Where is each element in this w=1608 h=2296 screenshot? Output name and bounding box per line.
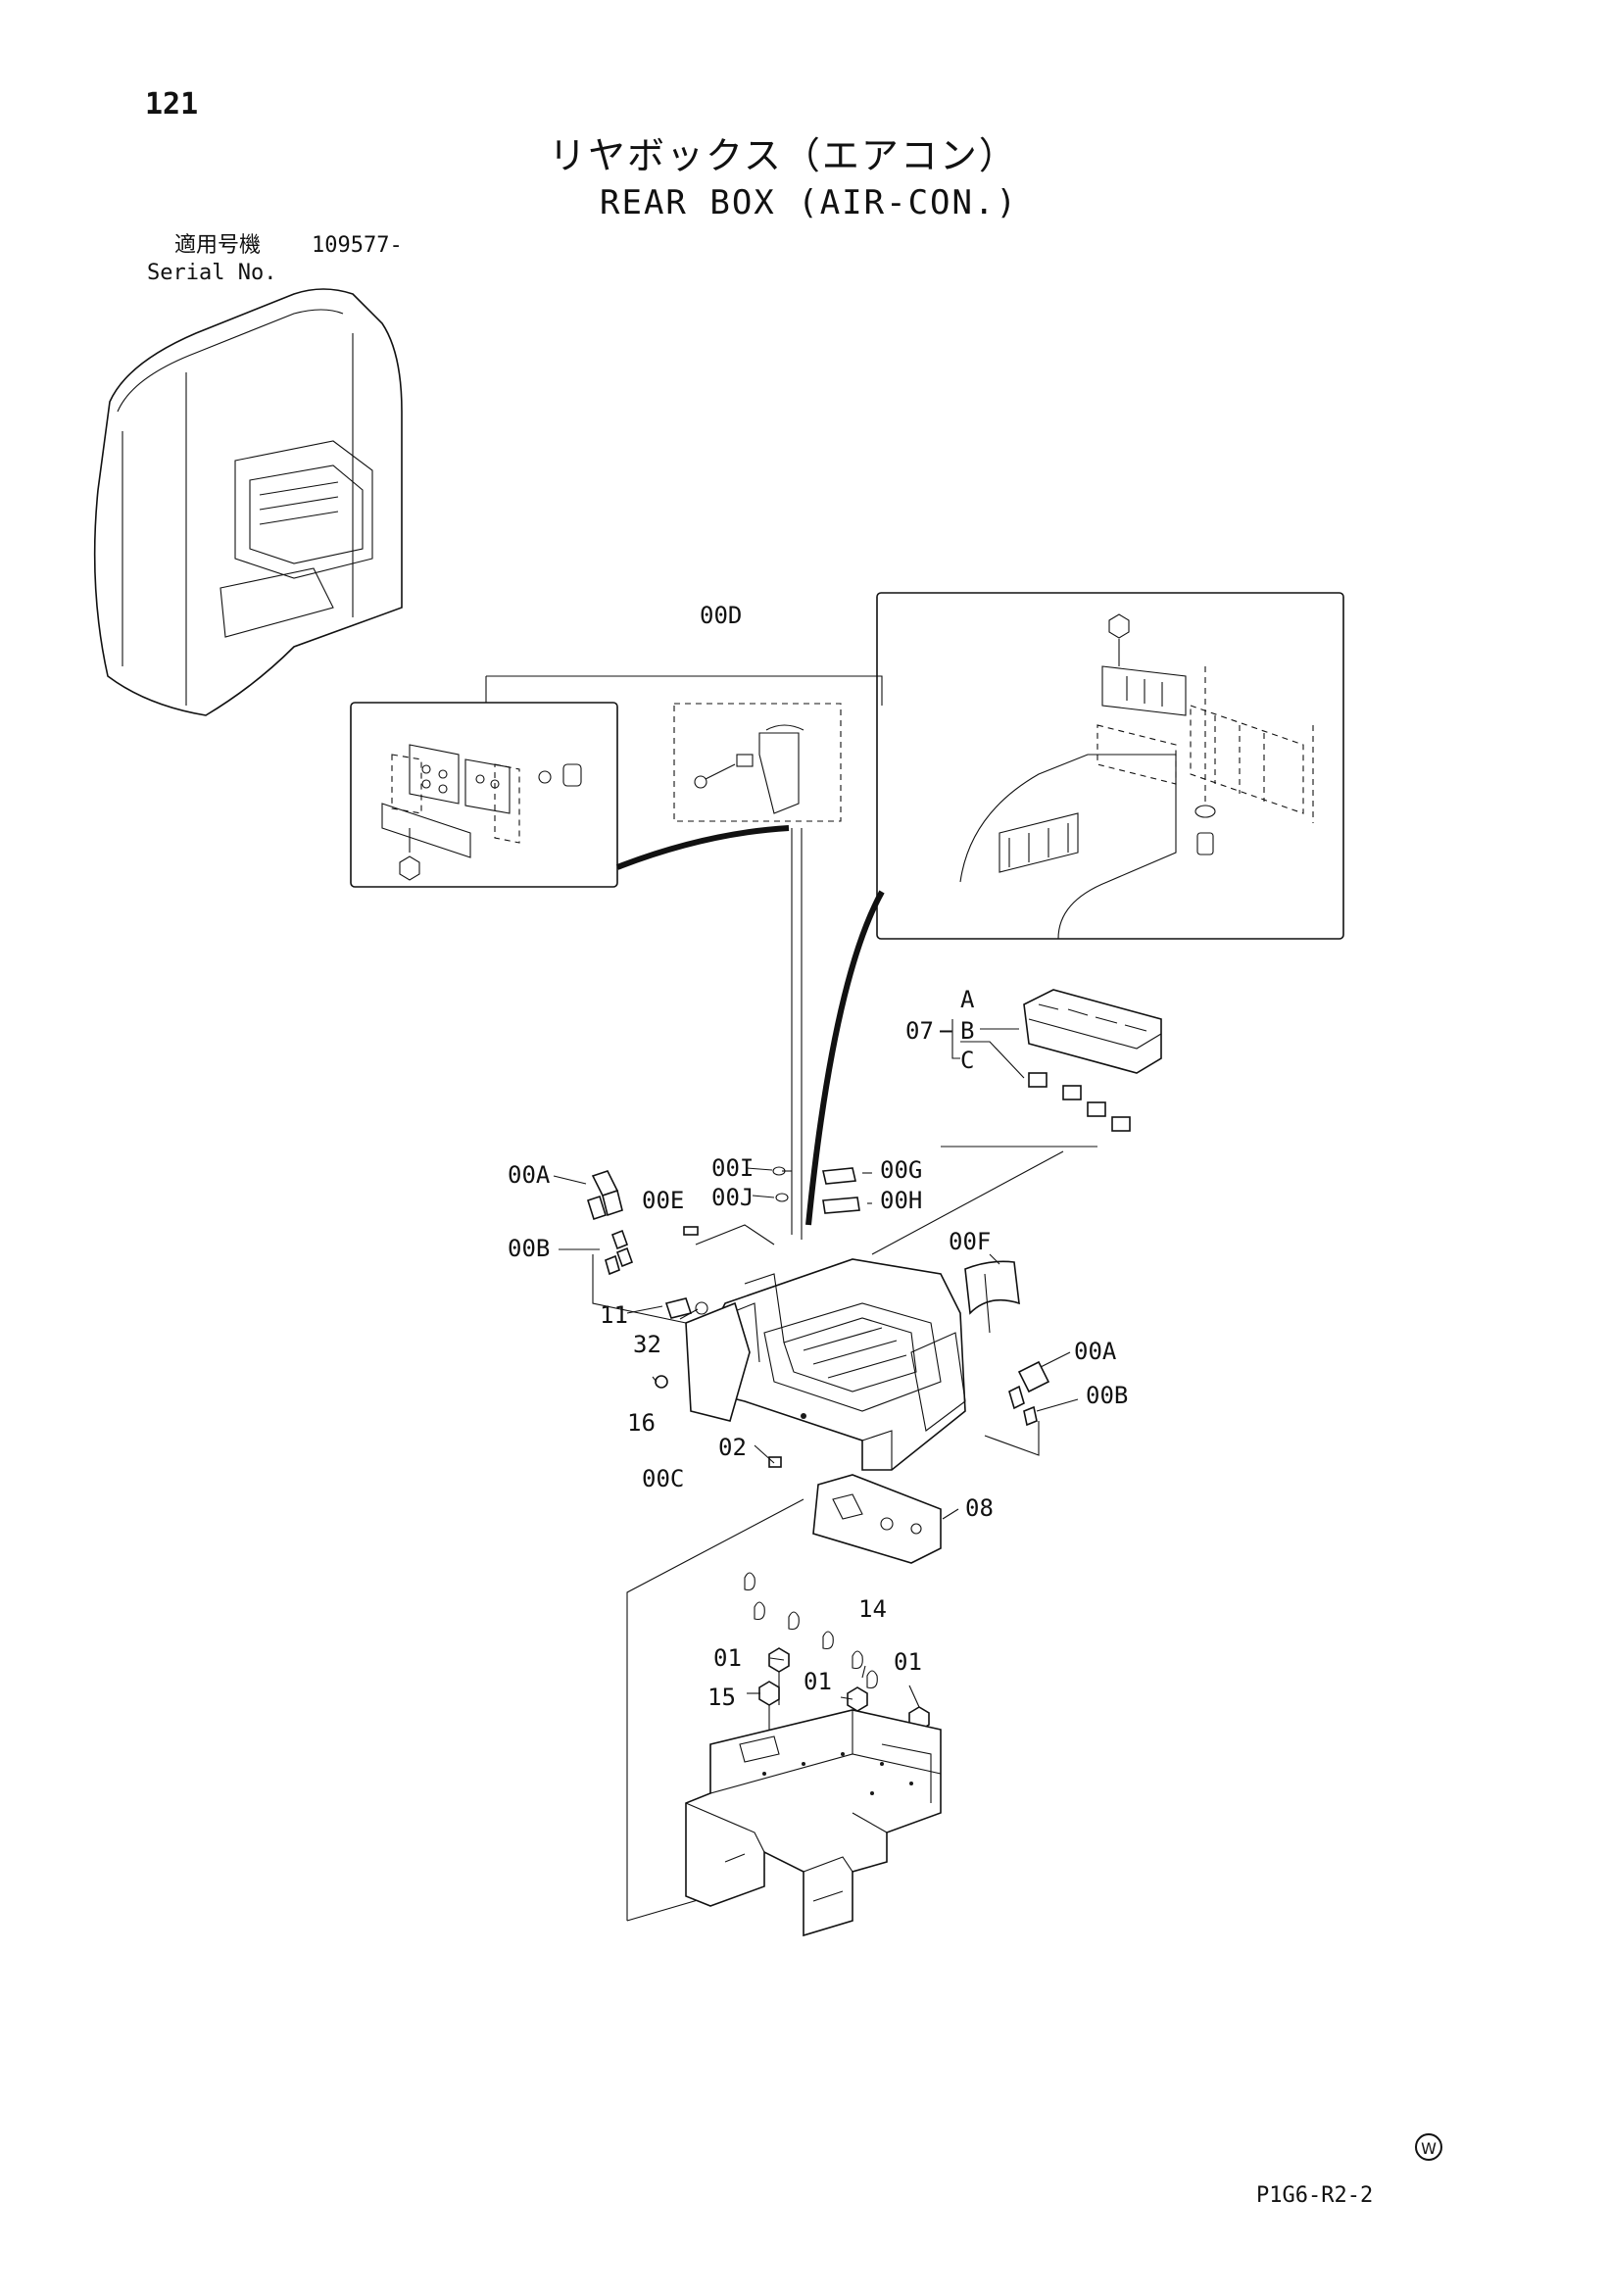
part-08 <box>812 1474 942 1564</box>
callout-01-b: 01 <box>804 1668 832 1695</box>
callout-15: 15 <box>707 1684 736 1711</box>
callout-01-a: 01 <box>713 1644 742 1672</box>
callout-07-dash: − <box>939 1017 952 1045</box>
page-title-japanese: リヤボックス（エアコン） <box>549 134 1018 177</box>
callout-labels: 00D A 07 − B C 00A 00E 00I 00J 00G 00H 0… <box>508 602 1128 1711</box>
detail-box-right <box>876 592 1344 940</box>
page-title-english: REAR BOX (AIR-CON.) <box>600 183 1018 222</box>
callout-leaders <box>553 1167 1079 1708</box>
callout-08: 08 <box>965 1494 994 1522</box>
switch-panel-07 <box>1023 989 1162 1132</box>
callout-00B-right: 00B <box>1086 1382 1128 1409</box>
callout-C: C <box>960 1047 974 1074</box>
rear-box-body <box>685 1258 966 1471</box>
callout-00H: 00H <box>880 1187 922 1214</box>
small-parts-left <box>587 1170 782 1468</box>
callout-00C: 00C <box>642 1465 684 1492</box>
callout-16: 16 <box>627 1409 656 1437</box>
callout-00J: 00J <box>711 1184 754 1211</box>
serial-label-english: Serial No. <box>147 261 277 285</box>
cab-overview-illustration <box>93 288 403 716</box>
callout-00A-left: 00A <box>508 1161 551 1189</box>
callout-11: 11 <box>600 1301 628 1329</box>
callout-32: 32 <box>633 1331 661 1358</box>
callout-00G: 00G <box>880 1156 922 1184</box>
page-number: 121 <box>145 87 199 122</box>
callout-00A-right: 00A <box>1074 1338 1117 1365</box>
callout-02: 02 <box>718 1434 747 1461</box>
callout-A: A <box>960 986 975 1013</box>
serial-label-japanese: 適用号機 <box>174 233 262 258</box>
serial-number-value: 109577- <box>312 233 403 258</box>
drawing-code: P1G6-R2-2 <box>1256 2183 1374 2208</box>
base-frame <box>685 1709 942 1937</box>
callout-00E: 00E <box>642 1187 684 1214</box>
detail-box-left <box>350 702 618 888</box>
w-circle-mark: W <box>1415 2133 1442 2161</box>
callout-00B-left: 00B <box>508 1235 550 1262</box>
detail-00D <box>485 675 883 822</box>
callout-01-c: 01 <box>894 1648 922 1676</box>
clips-group <box>744 1572 878 1689</box>
callout-14: 14 <box>858 1595 887 1623</box>
callout-00F: 00F <box>949 1228 991 1255</box>
callout-00I: 00I <box>711 1154 754 1182</box>
callout-00D: 00D <box>700 602 742 629</box>
callout-07: 07 <box>905 1017 934 1045</box>
callout-B: B <box>960 1017 974 1045</box>
